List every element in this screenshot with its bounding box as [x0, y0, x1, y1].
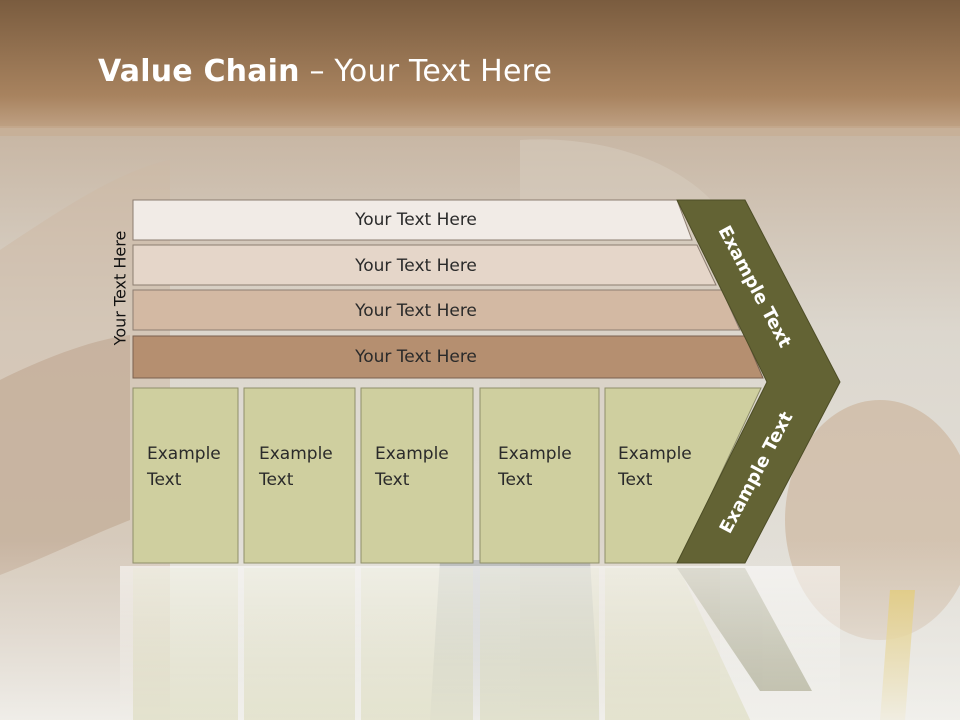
bar-1-label: Your Text Here — [354, 210, 477, 230]
cell-4 — [479, 387, 600, 564]
cell-2-line2: Text — [258, 470, 294, 490]
cell-3-line1: Example — [375, 444, 449, 464]
bar-4 — [132, 335, 764, 379]
cell-3-line2: Text — [374, 470, 410, 490]
bar-1 — [132, 199, 693, 241]
bar-3-label: Your Text Here — [354, 301, 477, 321]
cell-1-line2: Text — [146, 470, 182, 490]
value-chevron — [676, 199, 841, 564]
cell-4-line2: Text — [497, 470, 533, 490]
cell-1-line1: Example — [147, 444, 221, 464]
bar-2-label: Your Text Here — [354, 256, 477, 276]
cell-4-line1: Example — [498, 444, 572, 464]
title-rest-part: – Your Text Here — [299, 54, 553, 89]
cell-3 — [360, 387, 474, 564]
title-bold-part: Value Chain — [98, 54, 300, 89]
cell-5-line1: Example — [618, 444, 692, 464]
slide-title: Value Chain – Your Text Here — [98, 54, 552, 89]
bar-2 — [132, 244, 717, 286]
bar-4-label: Your Text Here — [354, 347, 477, 367]
cell-2 — [243, 387, 356, 564]
bar-3 — [132, 289, 741, 331]
cell-2-line1: Example — [259, 444, 333, 464]
cell-5-line2: Text — [617, 470, 653, 490]
reflection-fade — [120, 566, 840, 720]
cell-1 — [132, 387, 239, 564]
side-label: Your Text Here — [111, 231, 130, 347]
